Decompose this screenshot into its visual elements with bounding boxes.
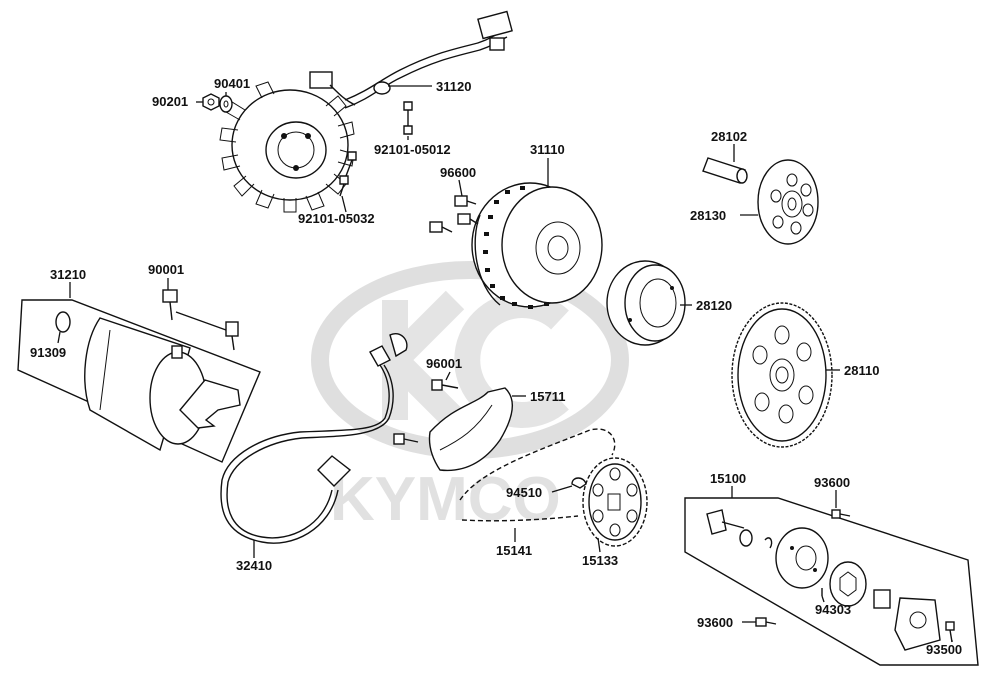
chain-guide-15711: [428, 387, 513, 472]
label-90401: 90401: [214, 76, 251, 91]
label-28120: 28120: [696, 298, 733, 313]
pin-28102: [702, 157, 748, 184]
bolts-90001: [162, 289, 239, 351]
leader-lines: [57, 85, 953, 642]
label-96001: 96001: [426, 356, 463, 371]
label-91309: 91309: [30, 345, 67, 360]
label-31210: 31210: [50, 267, 87, 282]
label-93600-upper: 93600: [814, 475, 851, 490]
label-94510: 94510: [506, 485, 543, 500]
label-94303: 94303: [815, 602, 852, 617]
bolts-96001: [393, 379, 459, 445]
flywheel-rotor: [471, 182, 603, 309]
label-31110: 31110: [530, 142, 565, 157]
label-15100: 15100: [710, 471, 747, 486]
label-28130: 28130: [690, 208, 727, 223]
one-way-clutch-28120: [606, 260, 686, 346]
watermark-brand-text: KYMCO: [330, 465, 561, 534]
label-15711: 15711: [530, 389, 566, 404]
bolts-92101: [339, 101, 413, 197]
label-28102: 28102: [711, 129, 748, 144]
label-15133: 15133: [582, 553, 619, 568]
label-93500: 93500: [926, 642, 963, 657]
oil-pump-box: [684, 497, 979, 666]
label-31120: 31120: [436, 79, 472, 94]
label-92101-05032: 92101-05032: [298, 211, 375, 226]
nut-washer-90201-90401: [202, 93, 233, 113]
gear-plate-28130: [757, 159, 819, 245]
label-92101-05012: 92101-05012: [374, 142, 451, 157]
label-96600: 96600: [440, 165, 477, 180]
screws-93600-93500: [755, 509, 955, 643]
label-32410: 32410: [236, 558, 273, 573]
stator-assembly: [219, 10, 513, 213]
starter-cable: [220, 333, 408, 544]
starter-gear-28110: [731, 302, 833, 448]
label-90201: 90201: [152, 94, 189, 109]
label-28110: 28110: [844, 363, 880, 378]
label-15141: 15141: [496, 543, 533, 558]
label-90001: 90001: [148, 262, 185, 277]
chain-and-sprocket: [459, 428, 648, 547]
kymco-watermark: KYMCO: [311, 261, 629, 534]
starter-motor-box: [17, 299, 261, 463]
bolts-96600: [429, 195, 479, 233]
label-93600-lower: 93600: [697, 615, 734, 630]
